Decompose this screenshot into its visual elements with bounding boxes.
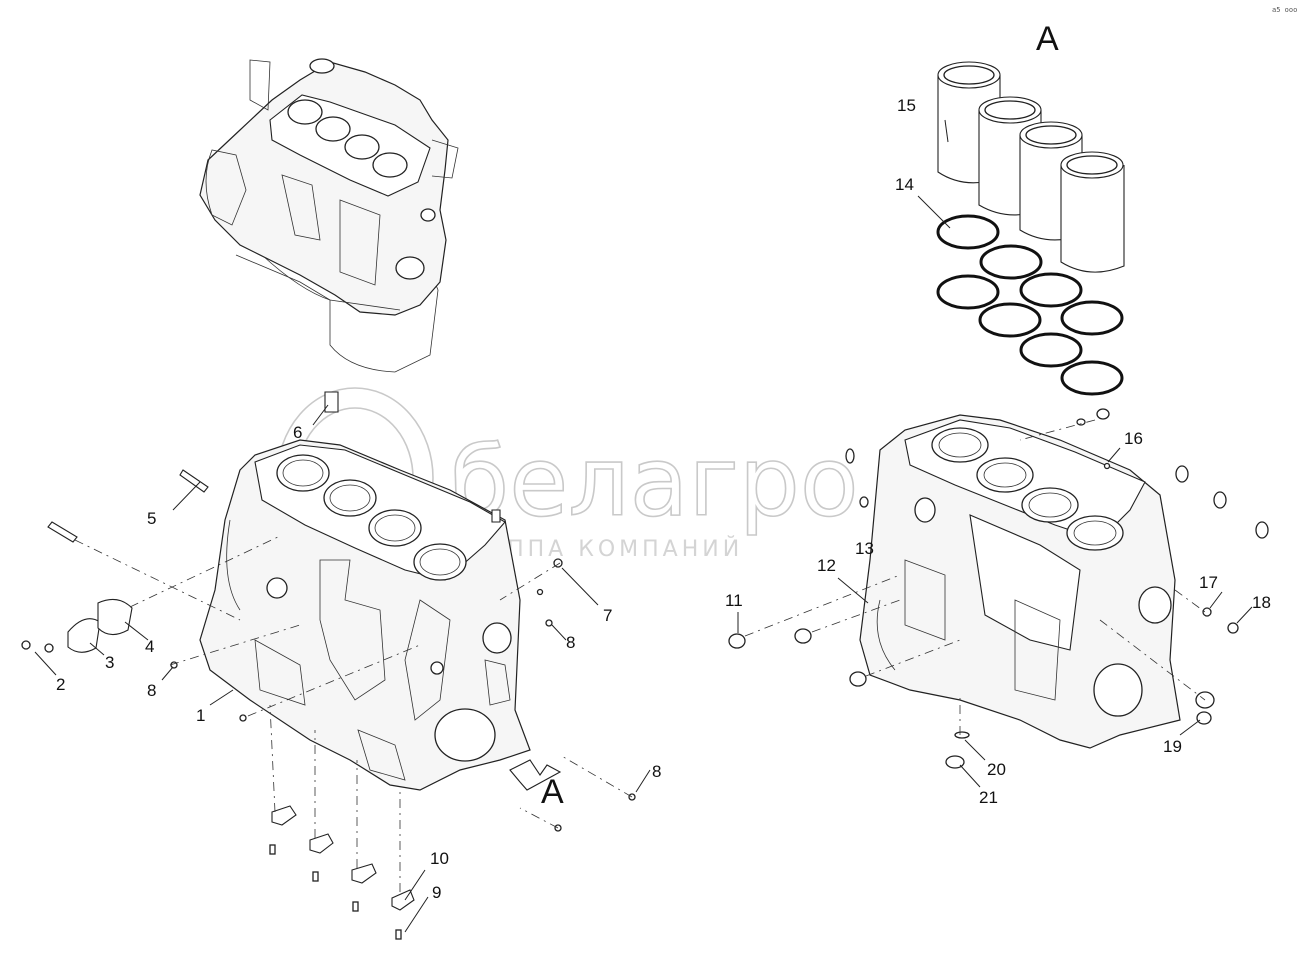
cylinder-block-right [859, 414, 1215, 749]
callout-17: 17 [1199, 573, 1218, 592]
callout-13: 13 [855, 539, 874, 558]
o-rings [936, 214, 1124, 396]
callout-8-c: 8 [652, 762, 661, 781]
cylinder-block-left [199, 439, 531, 791]
callout-20: 20 [987, 760, 1006, 779]
liner [1060, 151, 1125, 273]
callout-6: 6 [293, 423, 302, 442]
callout-1: 1 [196, 706, 205, 725]
callout-19: 19 [1163, 737, 1182, 756]
callout-8-a: 8 [566, 633, 575, 652]
view-marker-label: A [1036, 20, 1059, 58]
callout-11: 11 [725, 591, 743, 610]
callout-8-b: 8 [147, 681, 156, 700]
corner-code: a5 ooo [1272, 6, 1297, 14]
callout-21: 21 [979, 788, 998, 807]
callout-12: 12 [817, 556, 836, 575]
callout-18: 18 [1252, 593, 1271, 612]
cylinder-liners [937, 61, 1125, 273]
callout-4: 4 [145, 637, 154, 656]
watermark: белагро ГРУППА КОМПАНИЙ [276, 387, 859, 569]
engine-overview-illustration [199, 58, 459, 373]
callout-labels: 1 2 3 4 5 6 7 8 8 8 9 10 11 12 13 14 15 … [56, 96, 1271, 902]
callout-16: 16 [1124, 429, 1143, 448]
view-arrow-label: A [541, 773, 564, 811]
callout-15: 15 [897, 96, 916, 115]
watermark-brand: белагро [450, 426, 859, 538]
callout-2: 2 [56, 675, 65, 694]
small-parts-left [21, 391, 636, 940]
callout-14: 14 [895, 175, 914, 194]
callout-3: 3 [105, 653, 114, 672]
assembly-center-lines [74, 419, 1206, 892]
leader-lines [34, 119, 1253, 933]
callout-5: 5 [147, 509, 156, 528]
callout-7: 7 [603, 606, 612, 625]
callout-9: 9 [432, 883, 441, 902]
callout-10: 10 [430, 849, 449, 868]
small-parts-right [728, 408, 1269, 769]
